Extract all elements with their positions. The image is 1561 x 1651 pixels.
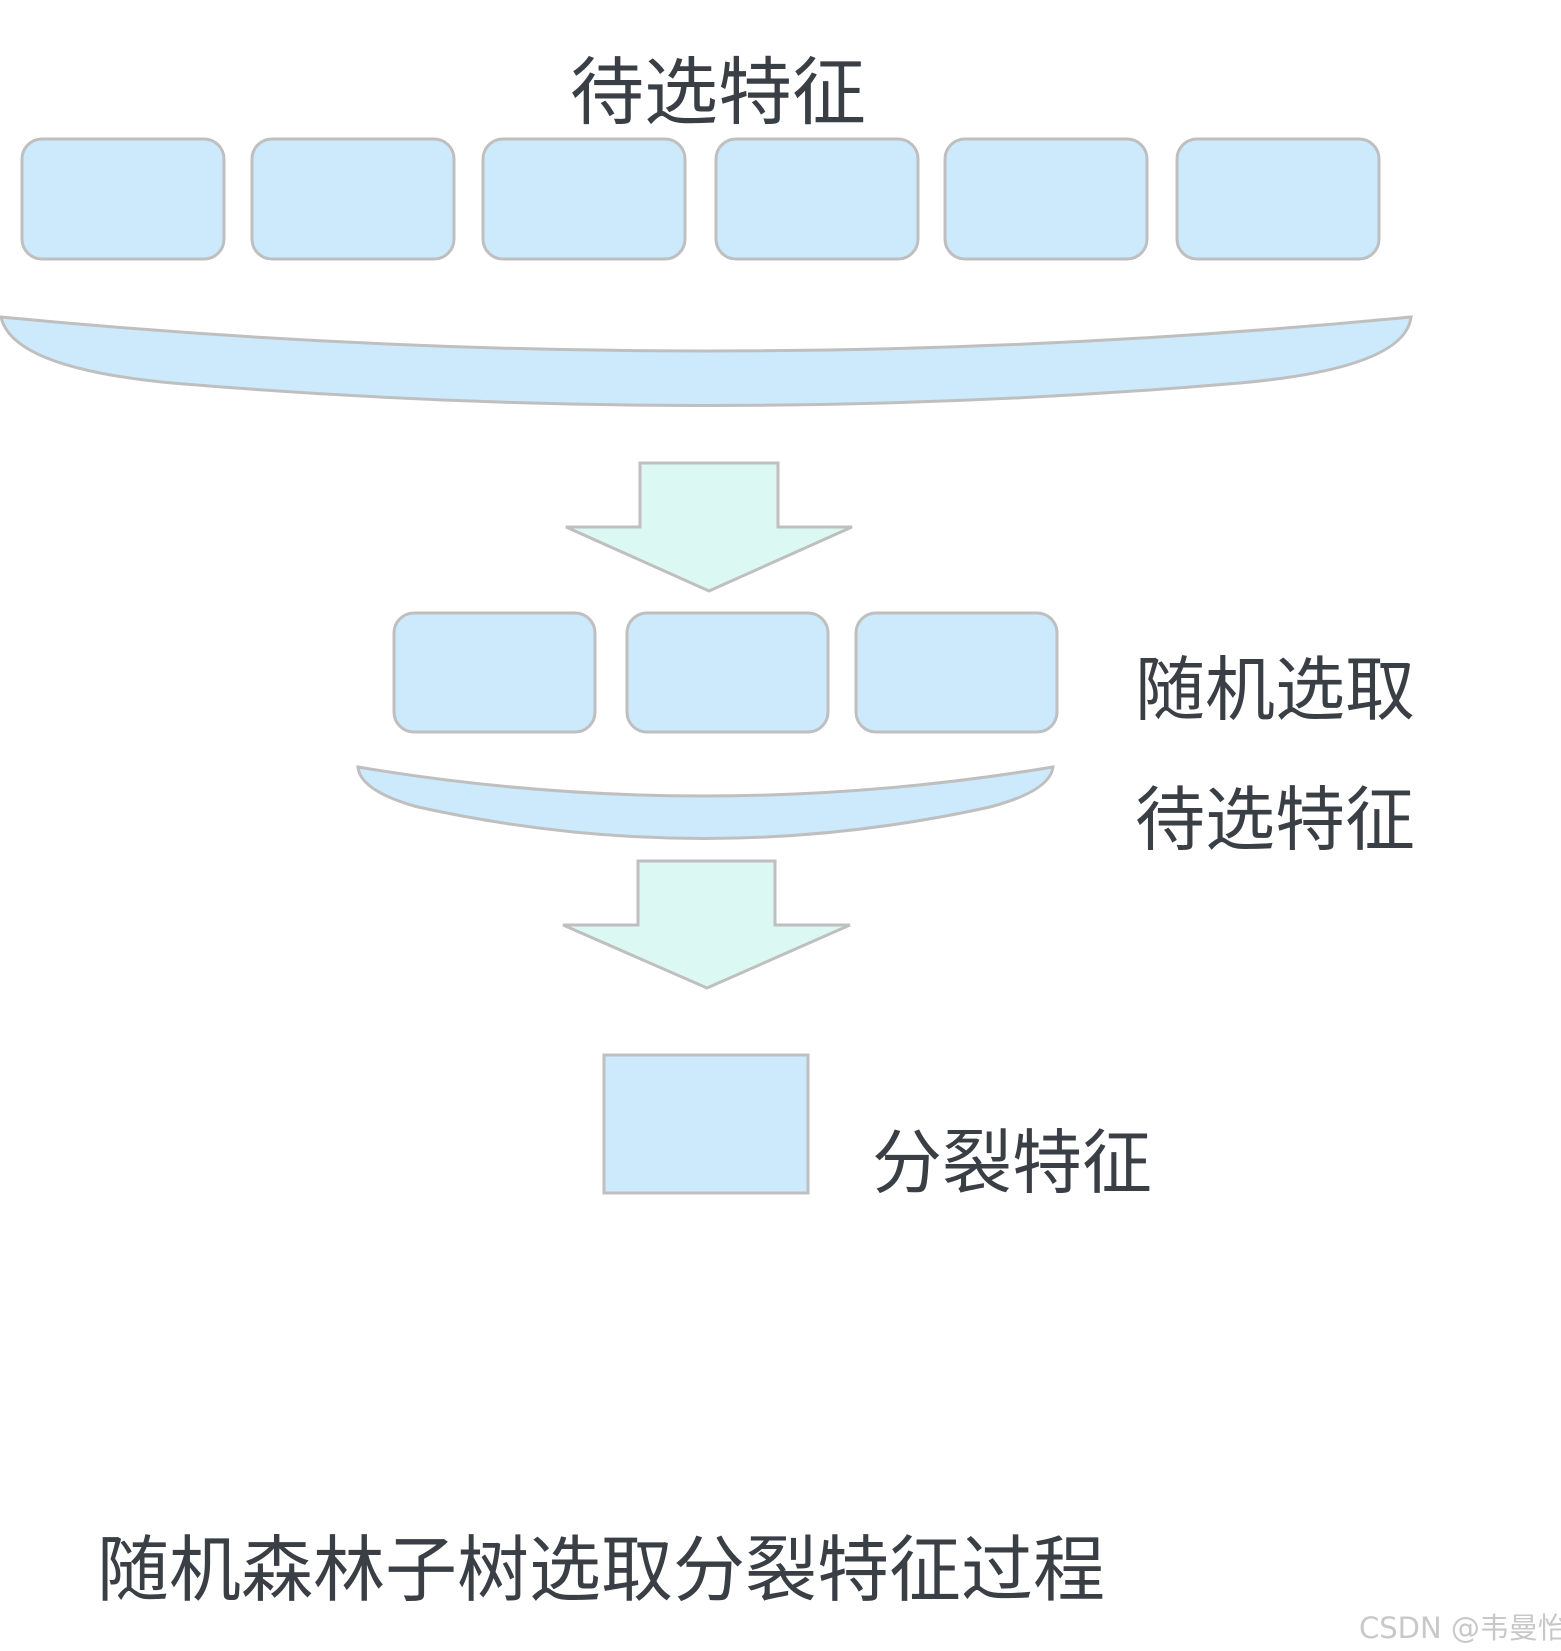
candidate-feature-box (481, 137, 687, 261)
top-candidate-features-label: 待选特征 (570, 50, 866, 136)
down-arrow-2 (562, 859, 851, 990)
random-select-label: 随机选取 (1135, 649, 1415, 731)
middle-brace (356, 765, 1055, 840)
selected-feature-row (392, 611, 1059, 734)
diagram-caption: 随机森林子树选取分裂特征过程 (97, 1528, 1105, 1612)
down-arrow-1 (565, 461, 853, 593)
split-feature-label: 分裂特征 (872, 1122, 1152, 1204)
selected-feature-box (854, 611, 1059, 734)
split-feature-box (602, 1053, 810, 1195)
candidate-feature-box (714, 137, 920, 261)
candidate-feature-box (943, 137, 1149, 261)
middle-candidate-features-label: 待选特征 (1135, 779, 1415, 861)
selected-feature-box (392, 611, 597, 734)
candidate-feature-box (1175, 137, 1381, 261)
candidate-feature-box (20, 137, 226, 261)
selected-feature-box (625, 611, 830, 734)
top-feature-row (20, 137, 1381, 261)
top-brace (0, 315, 1413, 407)
watermark: CSDN @韦曼怡 (1359, 1611, 1561, 1645)
candidate-feature-box (250, 137, 456, 261)
